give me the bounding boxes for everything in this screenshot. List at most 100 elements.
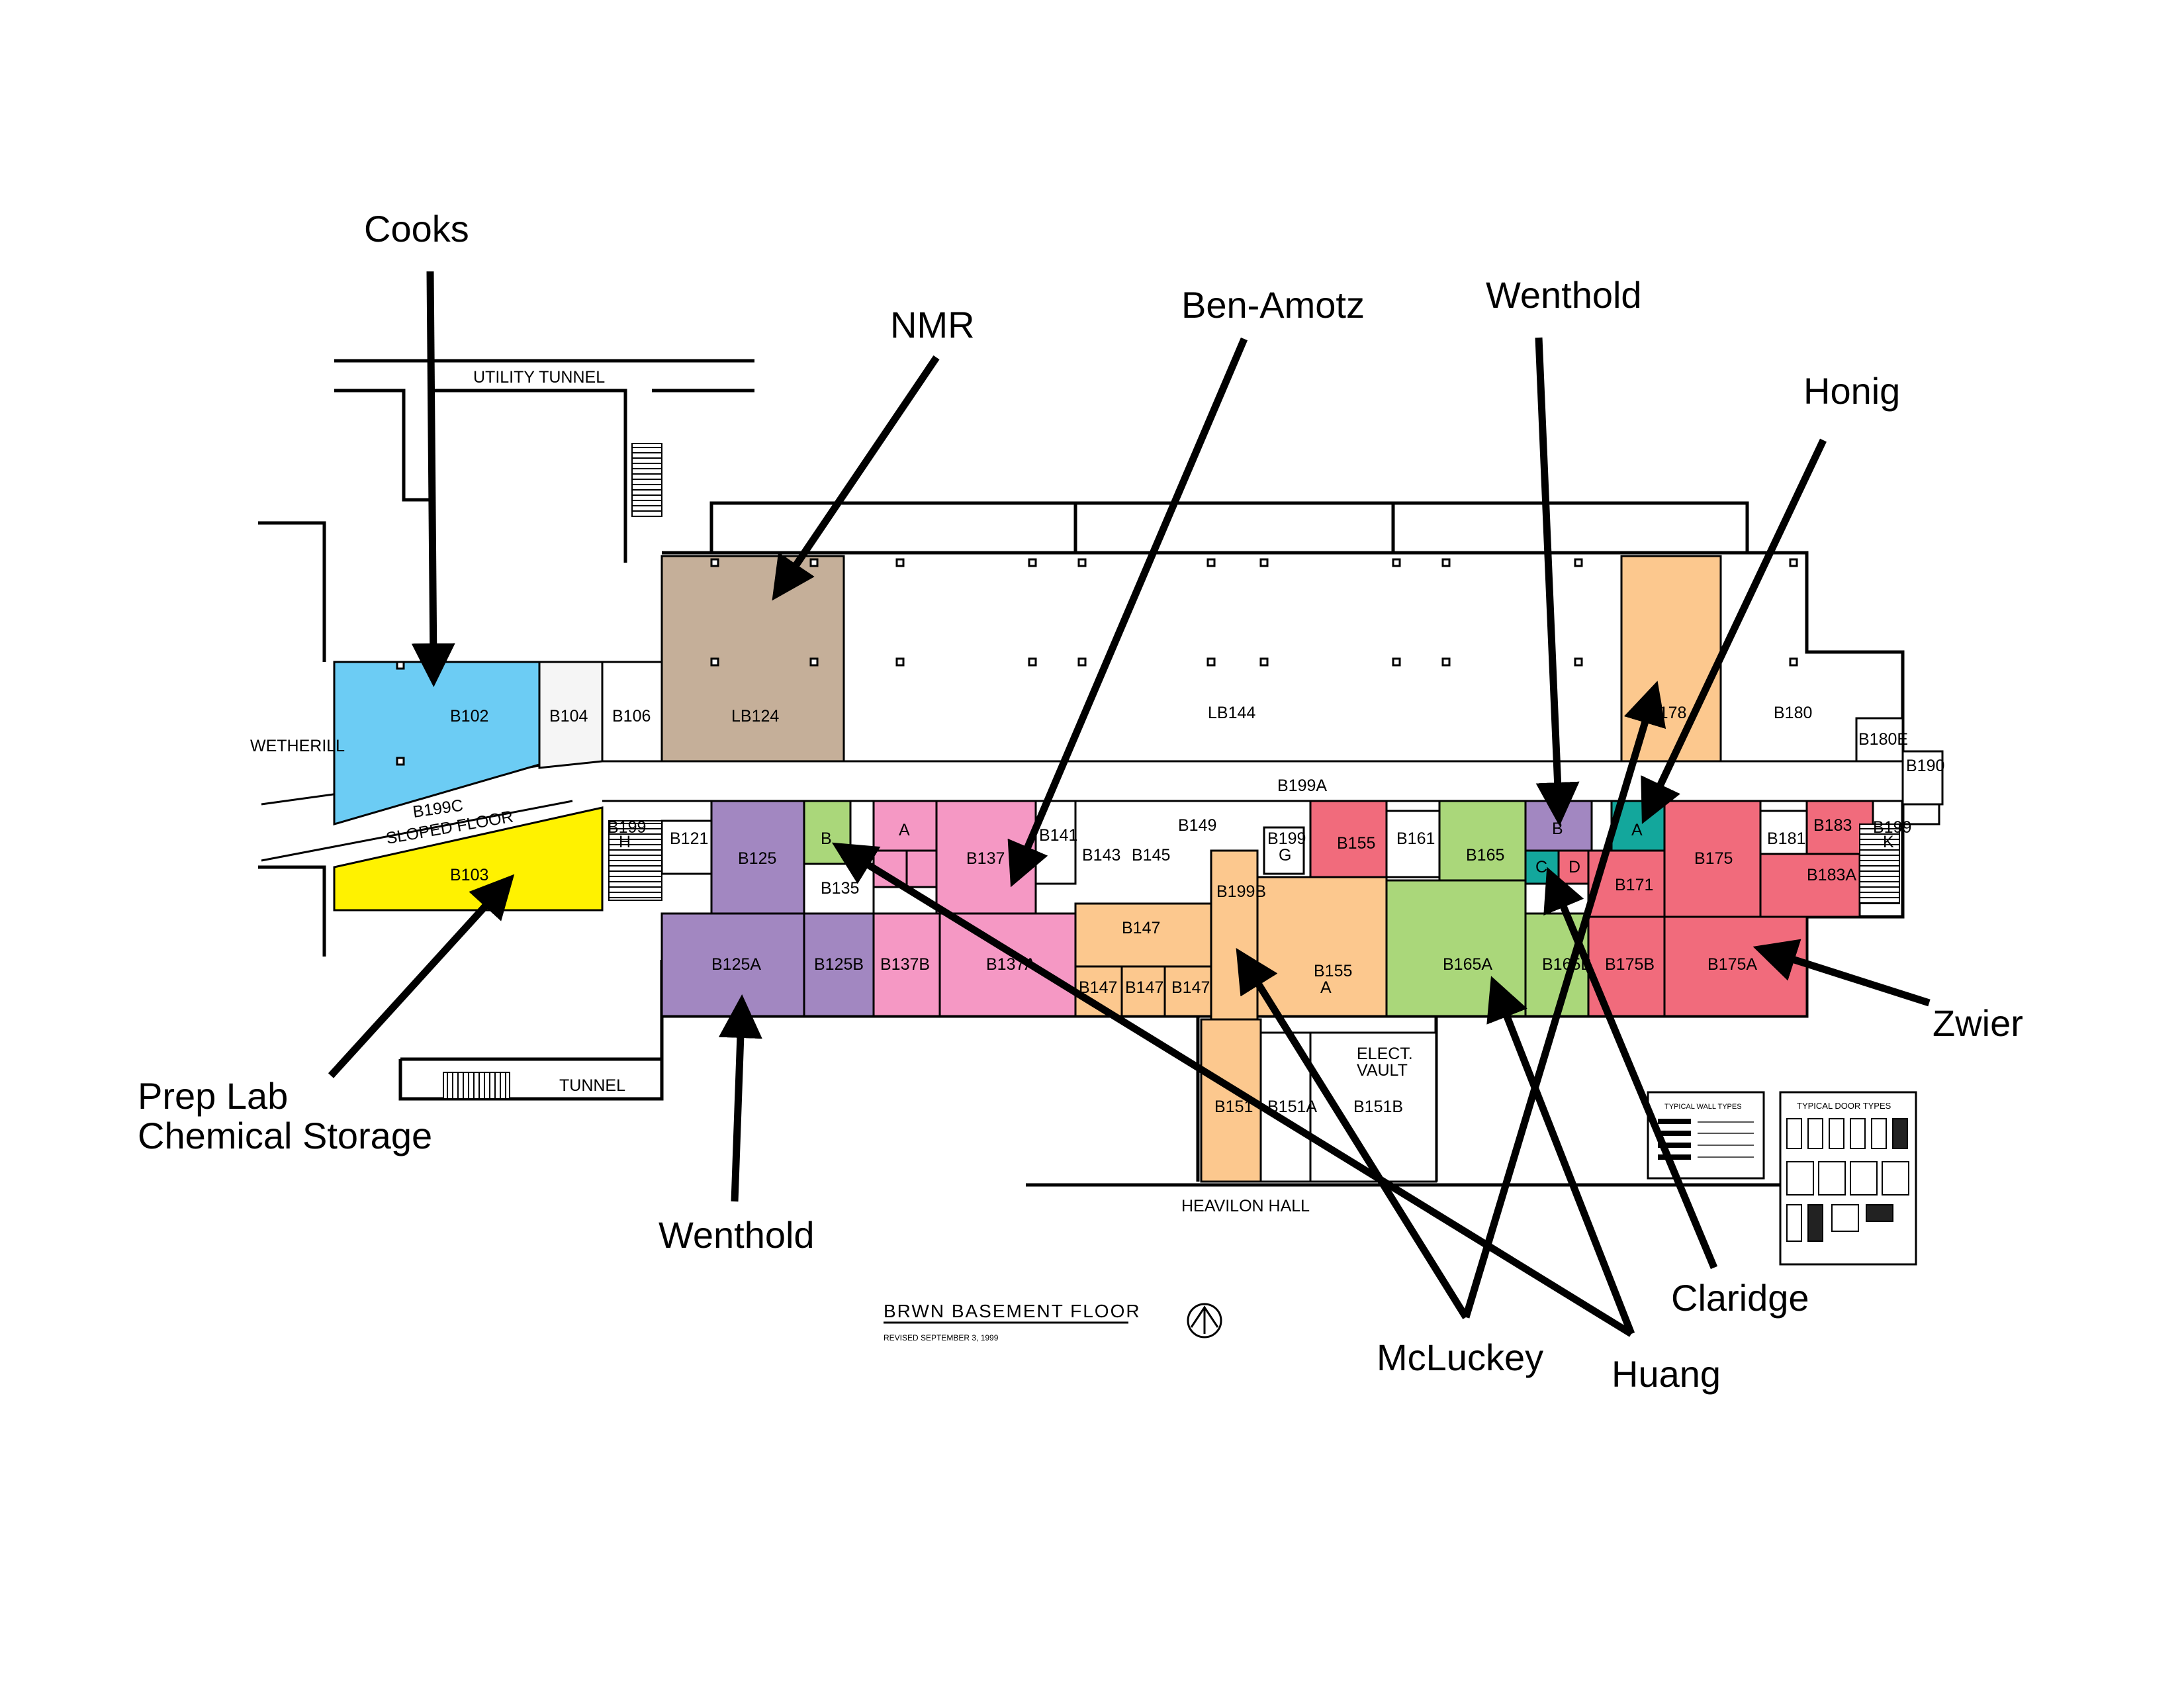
label-b180e: B180E <box>1858 730 1908 749</box>
elect-vault-label-1: ELECT. <box>1357 1045 1413 1063</box>
label-sub-g: G <box>1279 846 1291 865</box>
label-b121: B121 <box>670 829 708 848</box>
annotation-cooks: Cooks <box>364 208 469 250</box>
label-b199b: B199B <box>1216 882 1266 901</box>
room-b181 <box>1759 810 1808 855</box>
label-b165: B165 <box>1466 846 1504 865</box>
annotation-prep-line2: Chemical Storage <box>138 1115 432 1156</box>
label-b147c: B147 <box>1171 978 1210 997</box>
label-b151b: B151B <box>1353 1098 1403 1116</box>
label-b178: B178 <box>1648 704 1686 722</box>
label-b171: B171 <box>1615 876 1653 894</box>
label-b143: B143 <box>1082 846 1120 865</box>
elect-vault-label-2: VAULT <box>1357 1061 1408 1080</box>
room-b155a <box>1256 876 1388 1017</box>
label-b147: B147 <box>1122 919 1160 937</box>
label-b180: B180 <box>1774 704 1812 722</box>
room-b137b <box>872 912 941 1017</box>
label-b183a: B183A <box>1807 866 1856 884</box>
label-sub-h: H <box>619 833 631 851</box>
label-b149: B149 <box>1178 816 1216 835</box>
legend-door-title: TYPICAL DOOR TYPES <box>1797 1101 1891 1111</box>
room-b147b <box>1120 965 1166 1017</box>
label-sub-a-2: A <box>1631 821 1643 839</box>
label-b141: B141 <box>1039 826 1077 845</box>
plan-revised: REVISED SEPTEMBER 3, 1999 <box>884 1333 999 1342</box>
label-b125b: B125B <box>814 955 864 974</box>
north-arrow-icon <box>1187 1303 1222 1338</box>
room-b161 <box>1385 810 1441 878</box>
legend-wall-title: TYPICAL WALL TYPES <box>1664 1103 1742 1111</box>
label-b199h: B199 <box>608 818 646 837</box>
room-b180e <box>1855 717 1904 763</box>
annotation-huang: Huang <box>1612 1353 1721 1395</box>
label-b125a: B125A <box>711 955 761 974</box>
tunnel-label: TUNNEL <box>559 1076 625 1095</box>
heavilon-hall-label: HEAVILON HALL <box>1181 1197 1310 1215</box>
room-b106 <box>601 661 663 763</box>
annotation-honig: Honig <box>1803 370 1900 412</box>
label-b147b: B147 <box>1125 978 1163 997</box>
annotation-claridge: Claridge <box>1671 1277 1809 1319</box>
room-b178 <box>1620 555 1722 763</box>
room-b190 <box>1901 750 1944 806</box>
label-b103: B103 <box>450 866 488 884</box>
label-b147a: B147 <box>1079 978 1117 997</box>
annotation-ben-amotz: Ben-Amotz <box>1181 284 1365 326</box>
annotation-wenthold-top: Wenthold <box>1486 274 1642 316</box>
label-lb144: LB144 <box>1208 704 1255 722</box>
label-b175: B175 <box>1694 849 1733 868</box>
label-b145: B145 <box>1132 846 1170 865</box>
annotation-nmr: NMR <box>890 304 975 346</box>
label-b199k: B199 <box>1873 818 1911 837</box>
room-b199b <box>1210 849 1259 1021</box>
room-b165 <box>1438 800 1527 882</box>
annotation-prep-line1: Prep Lab <box>138 1075 288 1117</box>
utility-tunnel-label: UTILITY TUNNEL <box>473 368 605 387</box>
room-b125b <box>803 912 875 1017</box>
label-lb124: LB124 <box>731 707 779 726</box>
stairs <box>443 443 1900 1100</box>
plan-labels: WETHERILL UTILITY TUNNEL TUNNEL HEAVILON… <box>250 368 1413 1342</box>
label-sub-k: K <box>1883 833 1894 851</box>
label-b137: B137 <box>966 849 1005 868</box>
annotation-zwier: Zwier <box>1933 1002 2023 1044</box>
label-sub-a-3: A <box>1320 978 1332 997</box>
label-b161: B161 <box>1396 829 1435 848</box>
label-sub-b-1: B <box>821 829 832 848</box>
annotation-mcluckey: McLuckey <box>1377 1336 1543 1378</box>
label-b137b: B137B <box>880 955 930 974</box>
room-b183a <box>1759 853 1861 918</box>
label-sub-d: D <box>1569 858 1580 876</box>
annotation-labels: Cooks NMR Ben-Amotz Wenthold Honig Zwier… <box>138 208 2023 1395</box>
label-sub-b-2: B <box>1552 820 1563 838</box>
plan-title: BRWN BASEMENT FLOOR <box>884 1301 1141 1321</box>
room-b155 <box>1309 800 1388 878</box>
label-b183: B183 <box>1813 816 1852 835</box>
room-b175 <box>1663 800 1762 918</box>
room-b103 <box>333 806 604 912</box>
label-b155: B155 <box>1337 834 1375 853</box>
label-b199a: B199A <box>1277 776 1327 795</box>
label-b190: B190 <box>1906 757 1944 775</box>
label-b125: B125 <box>738 849 776 868</box>
label-b175a: B175A <box>1707 955 1757 974</box>
legend-wall-types: TYPICAL WALL TYPES <box>1647 1091 1765 1180</box>
legend-door-types: TYPICAL DOOR TYPES <box>1779 1091 1917 1266</box>
label-b135: B135 <box>821 879 859 898</box>
label-sub-a-1: A <box>899 821 910 839</box>
wetherill-label: WETHERILL <box>250 737 345 755</box>
label-b199g: B199 <box>1267 829 1306 848</box>
label-b175b: B175B <box>1605 955 1655 974</box>
label-b155a: B155 <box>1314 962 1352 980</box>
annotation-wenthold-bottom: Wenthold <box>659 1214 815 1256</box>
room-b137a <box>938 912 1077 1017</box>
room-b199g <box>1263 826 1305 875</box>
room-b147c <box>1163 965 1212 1017</box>
label-b102: B102 <box>450 707 488 726</box>
label-b181: B181 <box>1767 829 1805 848</box>
room-b165a <box>1385 879 1527 1017</box>
label-b104: B104 <box>549 707 588 726</box>
label-b165a: B165A <box>1443 955 1492 974</box>
